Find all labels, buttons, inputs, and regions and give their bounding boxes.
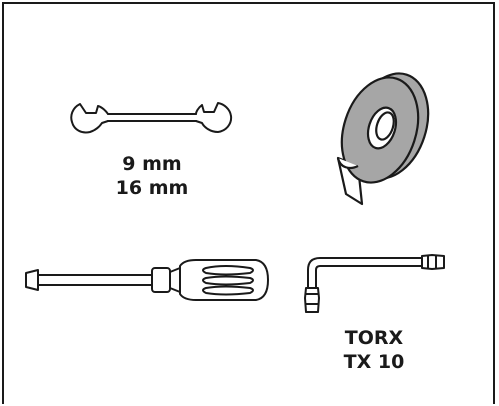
- wrench-size-16mm: 16 mm: [115, 177, 189, 199]
- screwdriver-icon: [24, 256, 274, 306]
- torx-key-icon: [298, 242, 454, 322]
- torx-key-label: TORX TX 10: [314, 326, 434, 374]
- tools-frame: 9 mm 16 mm: [2, 2, 495, 404]
- torx-label-line-2: TX 10: [343, 351, 405, 373]
- wrench-size-9mm: 9 mm: [122, 153, 182, 175]
- wrench-icon: [68, 100, 236, 140]
- tape-roll-icon: [324, 58, 434, 208]
- wrench-size-label: 9 mm 16 mm: [92, 152, 212, 200]
- torx-label-line-1: TORX: [344, 327, 404, 349]
